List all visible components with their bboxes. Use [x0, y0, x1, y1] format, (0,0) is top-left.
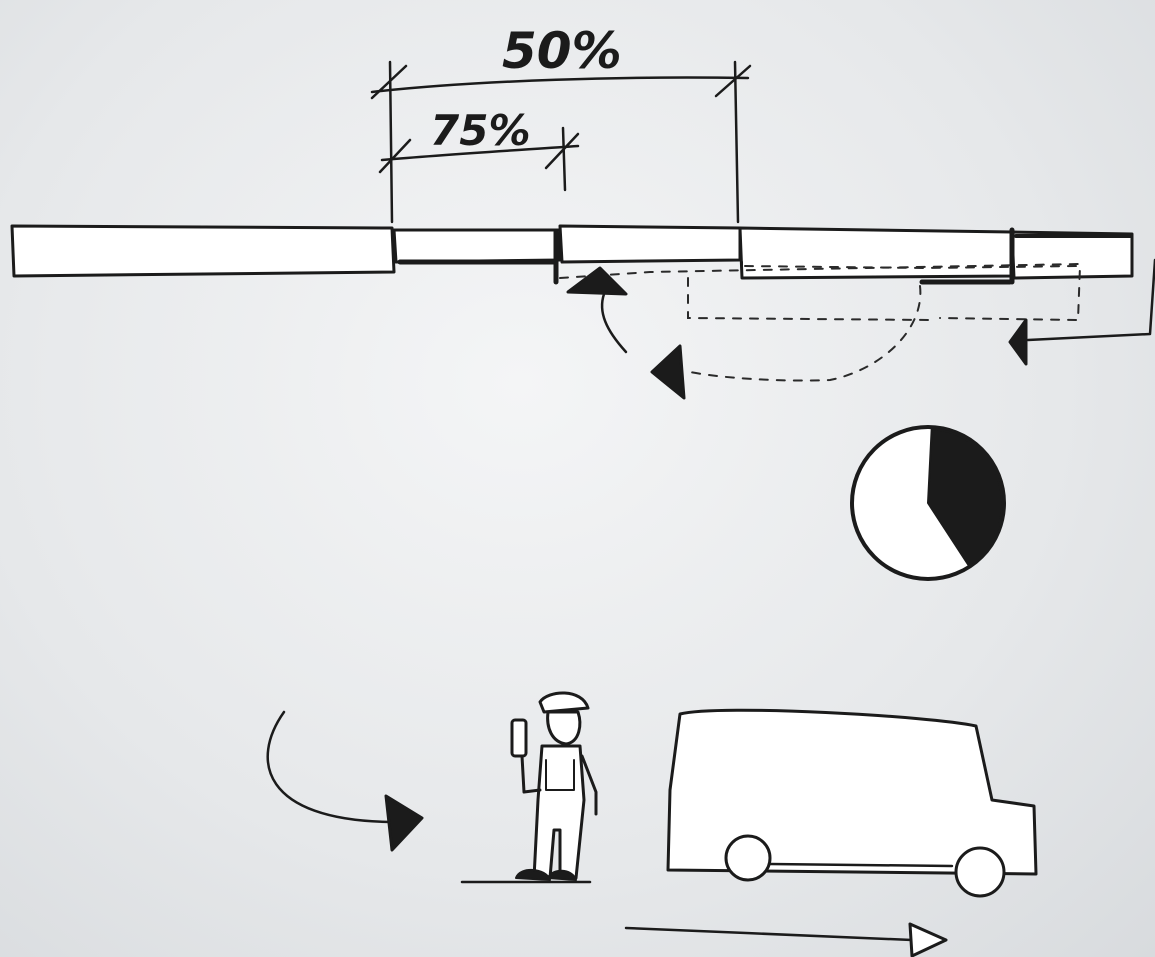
bar-segment-1 — [10, 224, 396, 278]
inner-dimension: 75% — [378, 106, 580, 192]
inner-dimension-label: 75% — [430, 106, 531, 155]
pie-chart — [850, 425, 1006, 581]
bar-segment-3 — [558, 224, 742, 264]
arrowhead-left-icon — [650, 344, 686, 400]
outer-dimension: 50% — [370, 22, 752, 224]
bar-segment-5 — [1010, 230, 1134, 280]
dashed-flow — [559, 263, 1082, 382]
segmented-bar — [10, 224, 1134, 285]
pie-shaded-slice — [927, 428, 1003, 566]
person-with-phone-icon — [460, 691, 598, 884]
bar-segment-2 — [392, 228, 562, 264]
curved-arrow — [266, 710, 424, 852]
motion-arrow-icon — [624, 922, 948, 957]
outer-dimension-label: 50% — [502, 22, 622, 80]
arrowhead-right-icon — [384, 794, 424, 852]
return-arrows — [566, 258, 1155, 400]
arrowhead-up-icon — [566, 266, 628, 296]
arrowhead-left-icon — [1008, 318, 1028, 366]
delivery-truck-icon — [666, 708, 1038, 898]
